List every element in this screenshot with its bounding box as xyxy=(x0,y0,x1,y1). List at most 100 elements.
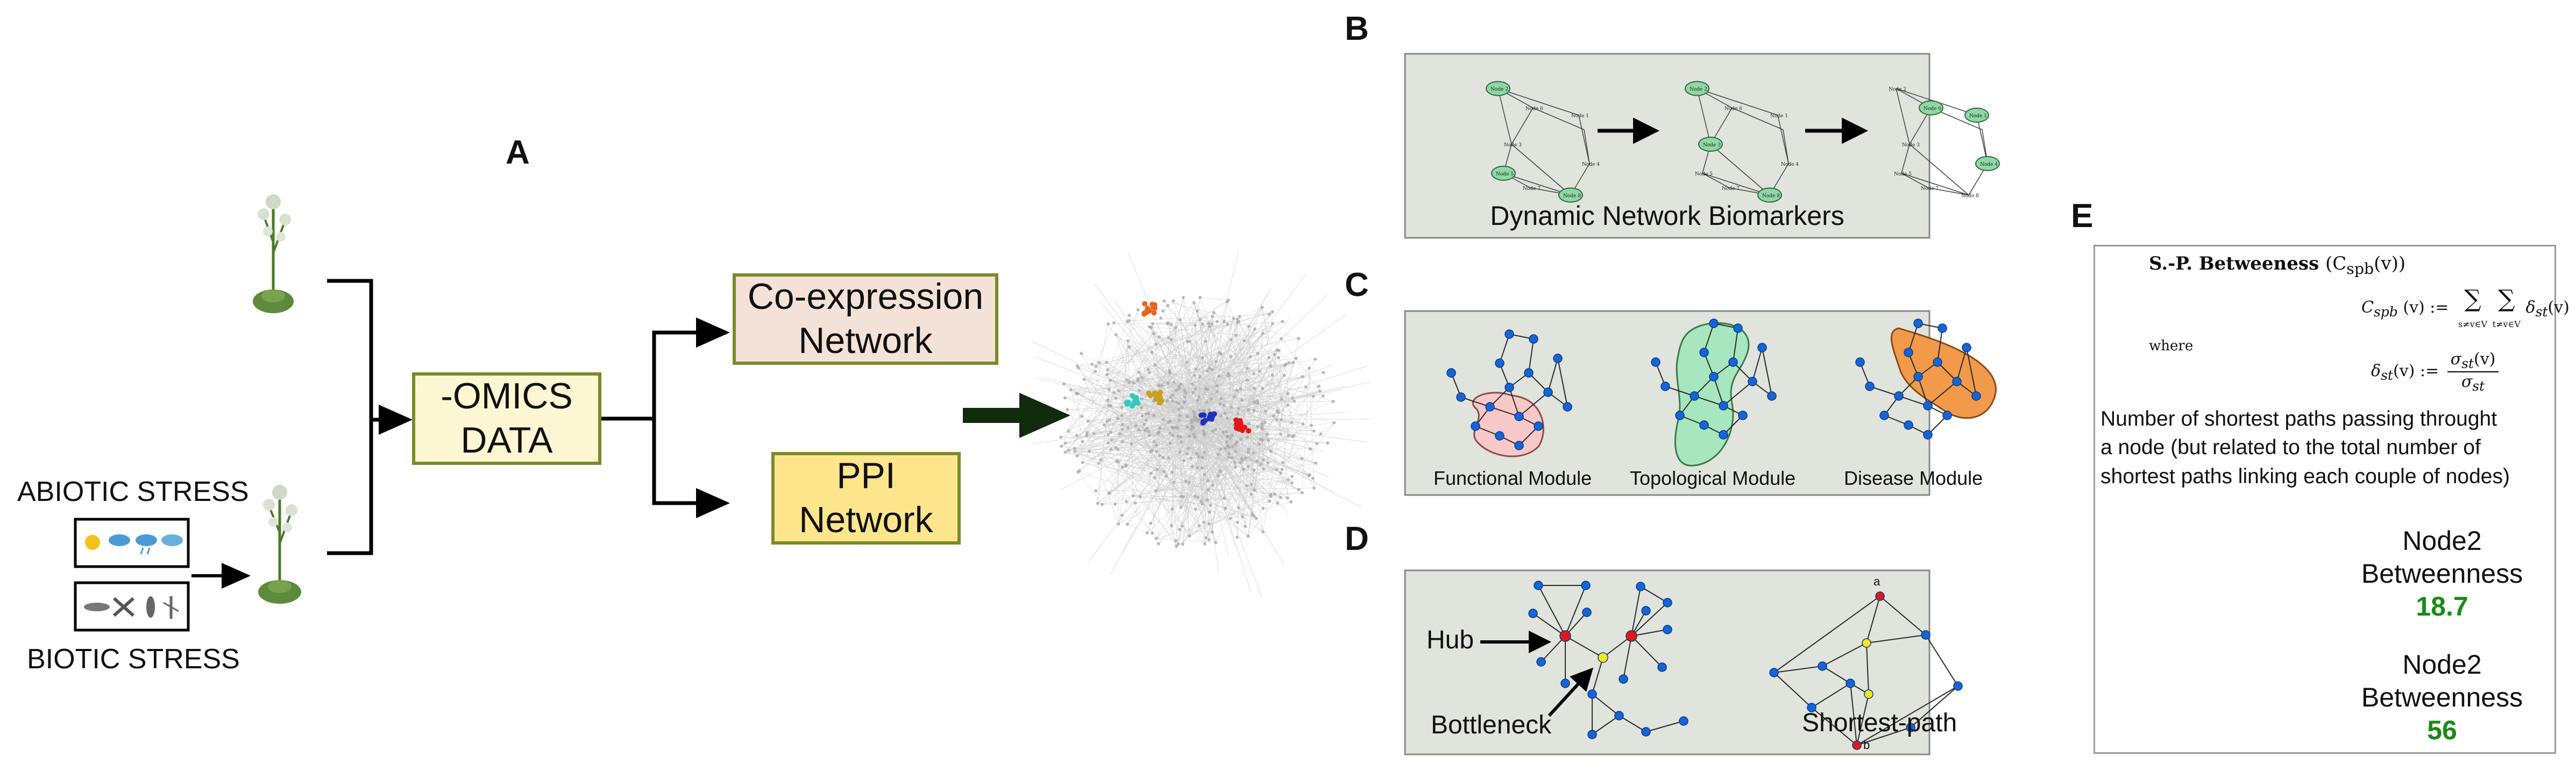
hairball-edge xyxy=(1139,390,1264,532)
hairball-edge xyxy=(1032,419,1197,444)
example-1-metric: Betweenness xyxy=(2361,559,2523,589)
module-networks xyxy=(1446,319,1981,450)
hairball-edge xyxy=(1096,311,1273,367)
hairball-edge xyxy=(1216,361,1286,366)
hairball-node xyxy=(1110,438,1113,442)
hairball-edge xyxy=(1208,422,1292,490)
hairball-node xyxy=(1080,351,1083,355)
hairball-node xyxy=(1227,452,1231,456)
hairball-node xyxy=(1197,455,1201,458)
hairball-node xyxy=(1138,495,1142,499)
hairball-node xyxy=(1224,506,1227,510)
hairball-node xyxy=(1223,447,1227,450)
hairball-network-image xyxy=(1032,252,1372,598)
hairball-node xyxy=(1231,445,1234,449)
hairball-node xyxy=(1161,456,1165,460)
hairball-edge xyxy=(1277,359,1316,504)
edge xyxy=(1460,397,1491,407)
panel-label-c: C xyxy=(1345,266,1369,303)
hairball-node xyxy=(1290,481,1294,485)
hairball-edge xyxy=(1126,297,1201,465)
hairball-node xyxy=(1094,364,1098,368)
hairball-edge xyxy=(1135,479,1289,504)
hairball-edge xyxy=(1118,425,1312,525)
hairball-node xyxy=(1201,322,1204,326)
hairball-node xyxy=(1256,351,1260,355)
abiotic-stress-label: ABIOTIC STRESS xyxy=(17,476,249,507)
hairball-edge xyxy=(1107,369,1160,456)
graph-node xyxy=(1524,368,1534,378)
hairball-node xyxy=(1264,409,1267,413)
hairball-edge xyxy=(1202,358,1213,533)
graph-node xyxy=(1657,662,1667,672)
node-label: Node 8 xyxy=(1961,194,1979,199)
hairball-node xyxy=(1183,395,1187,399)
graph-node xyxy=(1582,607,1592,617)
hairball-node xyxy=(1261,331,1265,335)
hairball-node xyxy=(1205,388,1209,392)
hairball-node xyxy=(1170,393,1174,397)
graph-node xyxy=(1514,441,1524,450)
graph-node xyxy=(1529,334,1538,344)
example-1-value: 18.7 xyxy=(2416,591,2468,621)
hairball-node xyxy=(1170,434,1174,437)
hairball-edge xyxy=(1155,365,1182,507)
edge xyxy=(1822,642,1867,667)
hairball-edge xyxy=(1074,448,1181,453)
graph-node xyxy=(1690,391,1699,401)
hairball-node xyxy=(1280,337,1283,341)
hairball-node xyxy=(1114,446,1118,450)
hairball-node xyxy=(1193,323,1197,327)
hairball-node xyxy=(1243,339,1246,343)
hairball-node xyxy=(1297,488,1301,491)
hairball-node xyxy=(1208,510,1211,514)
edge xyxy=(1592,657,1603,695)
graph-node xyxy=(1733,323,1743,333)
hairball-node xyxy=(1245,378,1249,382)
edge xyxy=(1866,634,1926,644)
hairball-node xyxy=(1094,489,1098,493)
graph-node xyxy=(1598,652,1608,663)
edge xyxy=(1645,720,1684,732)
graph-node xyxy=(1581,581,1591,590)
f2-arg: (v) := xyxy=(2393,362,2439,380)
hairball-node xyxy=(1080,414,1084,418)
graph-node xyxy=(1913,319,1923,328)
hairball-node xyxy=(1159,316,1163,320)
hairball-node xyxy=(1081,461,1084,464)
edge xyxy=(1856,694,1869,746)
hairball-node xyxy=(1301,422,1305,426)
hairball-cluster-node xyxy=(1124,401,1130,407)
hairball-node xyxy=(1137,370,1141,374)
edge xyxy=(1499,334,1510,364)
graph-node xyxy=(1962,343,1971,352)
edge xyxy=(1956,347,1967,382)
hairball-node xyxy=(1315,442,1318,446)
hairball-node xyxy=(1326,441,1330,445)
hairball-node xyxy=(1247,324,1251,328)
graph-node xyxy=(1543,387,1553,397)
hairball-node xyxy=(1192,433,1196,436)
hairball-node xyxy=(1210,315,1214,319)
hairball-node xyxy=(1174,539,1177,543)
edge xyxy=(1619,715,1647,732)
graph-node xyxy=(1679,716,1688,726)
graph-node xyxy=(1923,401,1933,411)
hairball-edge xyxy=(1148,323,1228,432)
hairball-node xyxy=(1237,407,1240,411)
f1-delta: δ xyxy=(2525,298,2536,317)
hairball-node xyxy=(1187,481,1191,484)
hairball-node xyxy=(1259,463,1262,467)
hairball-edge xyxy=(1153,400,1313,479)
graph-node xyxy=(1855,357,1865,367)
hairball-node xyxy=(1269,449,1273,453)
hairball-node xyxy=(1086,419,1090,423)
hairball-node xyxy=(1145,531,1149,535)
hairball-edge xyxy=(1156,327,1176,345)
hairball-node xyxy=(1194,416,1197,420)
edge xyxy=(1866,596,1880,644)
hairball-edge xyxy=(1065,398,1222,443)
hairball-node xyxy=(1140,414,1144,418)
